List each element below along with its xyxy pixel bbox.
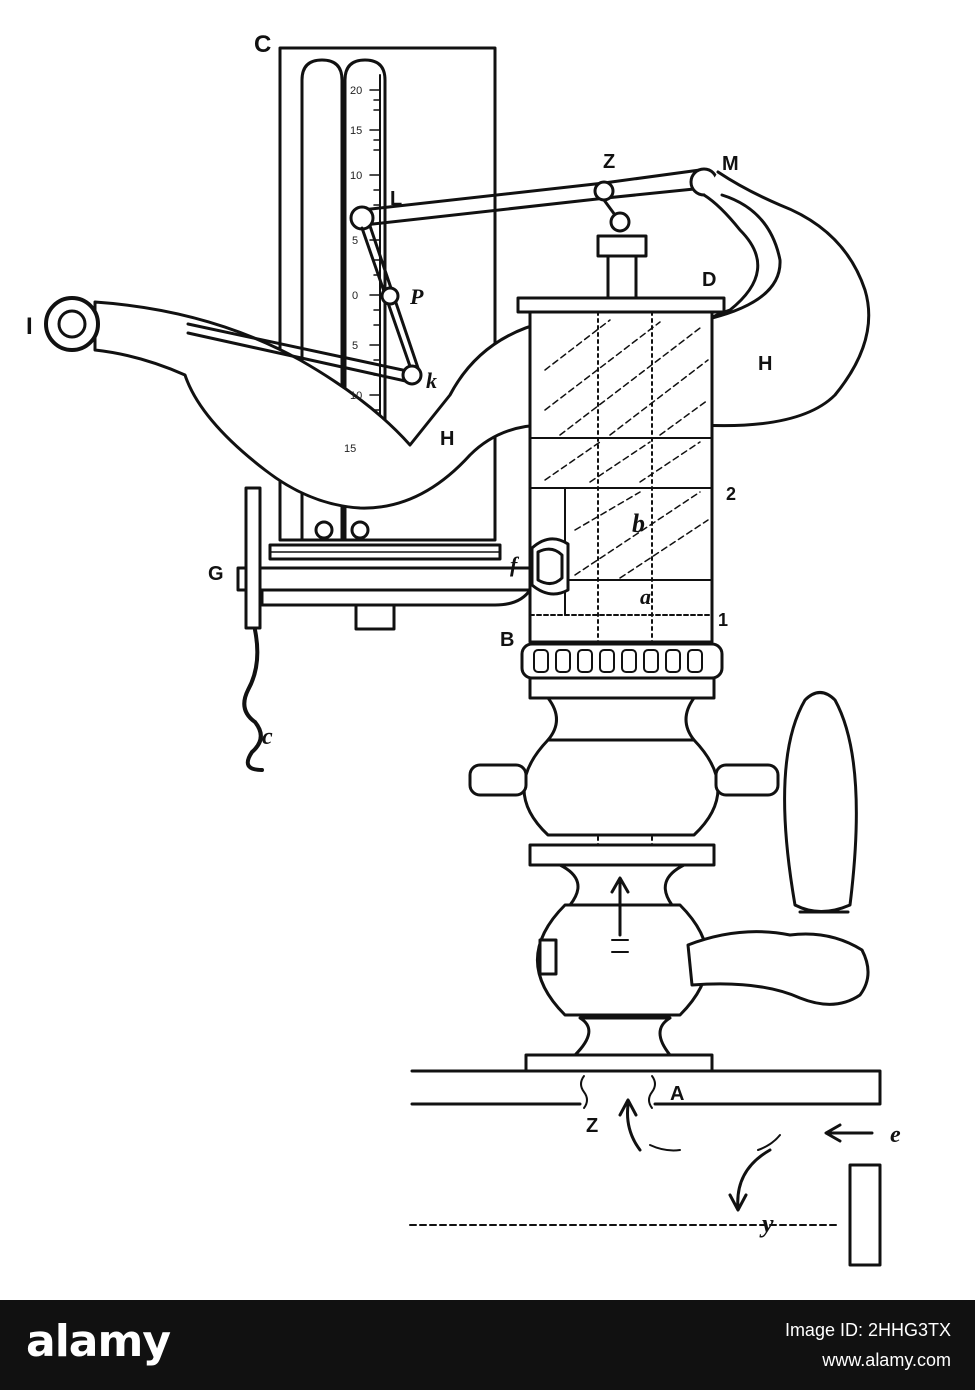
label-k: k [426,368,437,393]
label-H-left: H [440,428,454,450]
svg-text:10: 10 [350,390,362,402]
brand-logo: alamy [26,1316,171,1367]
label-G: G [208,563,224,585]
label-y: y [759,1209,774,1238]
scale-numbers: 20 15 10 5 0 5 10 15 [344,85,362,455]
label-B: B [500,629,514,651]
pivot-P [380,286,400,306]
column-base [524,1053,714,1073]
curved-arm-H-left [93,300,547,510]
svg-text:10: 10 [350,170,362,182]
pivot-k [401,364,423,386]
label-a: a [640,584,651,609]
diagram-canvas: C Z M L D I H H P k 2 1 b a f G B c A Z … [26,31,901,1267]
cylinder-hatching [544,319,709,579]
column-neck-upper [546,696,696,742]
piston-rod [606,254,638,302]
label-b: b [632,509,645,538]
label-A: A [670,1083,684,1105]
label-P: P [409,284,424,309]
column-collar [528,843,716,867]
label-Z-bottom: Z [586,1115,598,1137]
arrow-y [728,1148,772,1212]
label-c: c [262,724,273,750]
manometer-tube [300,58,344,542]
svg-text:15: 15 [350,125,362,137]
bracket-G [236,566,532,592]
site-url: www.alamy.com [822,1350,951,1370]
label-I: I [26,313,33,340]
column-bulb-lower [536,903,709,1017]
cylinder [528,310,714,644]
curved-arm-H-right [698,170,871,428]
label-H-right: H [758,353,772,375]
cylinder-cap-D [516,296,726,314]
wire-c [242,628,264,772]
lever-arm [360,168,702,212]
scale-board [278,46,497,542]
label-M: M [722,153,739,175]
label-D: D [702,269,716,291]
column-bulb-upper [522,738,720,837]
label-Z-top: Z [603,151,615,173]
label-e: e [890,1122,901,1148]
svg-text:0: 0 [352,290,358,302]
pivot-Z [593,180,615,202]
arrow-e [824,1123,874,1143]
apparatus-diagram: C Z M L D I H H P k 2 1 b a f G B c A Z … [26,31,901,1267]
svg-text:20: 20 [350,85,362,97]
label-1: 1 [718,610,728,630]
rod-to-k [186,322,414,374]
svg-text:15: 15 [344,443,356,455]
svg-text:5: 5 [352,340,358,352]
column-neck-lower [558,863,686,907]
label-2: 2 [726,484,736,504]
handle-grip [783,691,858,913]
base-plate-A [410,1069,882,1106]
post [848,1163,882,1267]
footer-bar: alamy Image ID: 2HHG3TX www.alamy.com [0,1300,975,1390]
arrow-z [618,1098,642,1152]
label-C-top: C [254,31,271,58]
piston-rod-head [596,234,648,258]
svg-text:5: 5 [352,235,358,247]
label-f: f [510,552,520,577]
label-L: L [390,188,402,210]
handle-arm [686,930,870,1006]
image-id-text: Image ID: 2HHG3TX [784,1320,951,1340]
